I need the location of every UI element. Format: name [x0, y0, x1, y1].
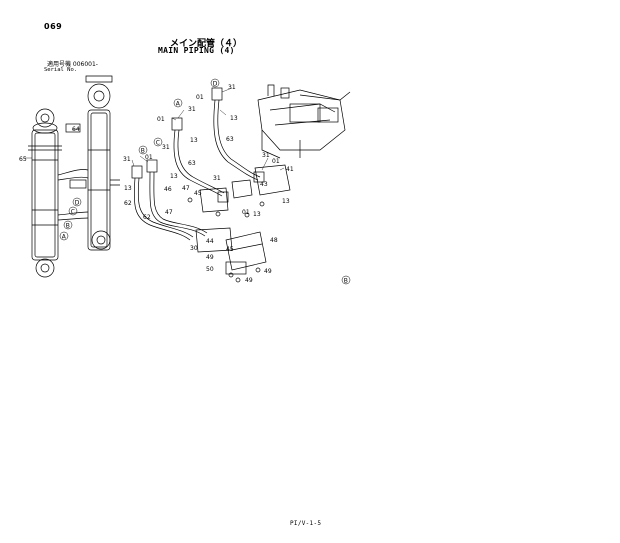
callout: 13: [170, 173, 178, 180]
callout: 31: [213, 175, 221, 182]
letter-marker: C: [153, 137, 163, 146]
svg-text:B: B: [141, 147, 145, 154]
callout: 49: [206, 254, 214, 261]
callout: 49: [264, 268, 272, 275]
callout: 45: [226, 246, 234, 253]
control-valve-assembly: [257, 84, 351, 159]
callout: 46: [164, 186, 172, 193]
letter-marker: B: [63, 220, 73, 229]
svg-text:A: A: [176, 100, 181, 107]
page-title-en: MAIN PIPING (4): [158, 46, 235, 55]
bracket-48: [225, 231, 267, 275]
diagram-linework: [24, 75, 351, 283]
letter-marker: B: [138, 145, 148, 154]
svg-text:D: D: [213, 80, 218, 87]
letter-marker: D: [210, 78, 220, 87]
callout: 31: [123, 156, 131, 163]
callout: 62: [143, 214, 151, 221]
callout: 01: [196, 94, 204, 101]
callout: 30: [190, 245, 198, 252]
boom-cylinder-left: [28, 108, 62, 278]
hose-63b: [213, 99, 261, 181]
callout: 62: [124, 200, 132, 207]
callout: 47: [165, 209, 173, 216]
callout: 65: [19, 156, 27, 163]
callout: 13: [230, 115, 238, 122]
callout-numbers: 64 65 31 31 31 31 31 31 01 01 01 01 01 1…: [19, 84, 294, 284]
leader-lines: [24, 87, 285, 171]
callout: 49: [245, 277, 253, 284]
letter-marker: A: [173, 98, 183, 107]
svg-text:D: D: [75, 199, 80, 206]
callout: 31: [188, 106, 196, 113]
callout: 63: [188, 160, 196, 167]
svg-text:C: C: [156, 139, 160, 146]
serial-label-jp: 適用号機 006001-: [47, 61, 98, 68]
letter-marker: D: [72, 197, 82, 206]
svg-text:C: C: [71, 208, 75, 215]
callout: 31: [162, 144, 170, 151]
letter-marker: C: [68, 206, 78, 215]
hose-62b: [133, 177, 194, 241]
callout: 31: [262, 152, 270, 159]
hose-62: [149, 171, 208, 237]
callout: 13: [282, 198, 290, 205]
bolts: [187, 197, 265, 283]
circled-letters: A B C D D C B A B: [59, 78, 351, 284]
callout: 13: [253, 211, 261, 218]
svg-text:B: B: [66, 222, 70, 229]
callout: 43: [260, 181, 268, 188]
page-title-jp: メイン配管（４）: [170, 39, 243, 49]
callout: 01: [272, 158, 280, 165]
boom-cylinder-right: [85, 75, 113, 251]
callout: 48: [270, 237, 278, 244]
callout: 63: [226, 136, 234, 143]
callout: 31: [228, 84, 236, 91]
cylinder-pipes: [57, 123, 120, 221]
callout: 13: [124, 185, 132, 192]
callout: 44: [206, 238, 214, 245]
callout: 01: [242, 209, 250, 216]
callout: 64: [72, 126, 80, 133]
callout: 41: [286, 166, 294, 173]
callout: 13: [190, 137, 198, 144]
serial-label-en: Serial No.: [44, 67, 78, 73]
page-number: 069: [44, 22, 63, 31]
letter-marker: B: [341, 275, 351, 284]
callout: 47: [182, 185, 190, 192]
footer-code: PI/V-1-5: [290, 520, 322, 527]
callout: 01: [157, 116, 165, 123]
svg-text:A: A: [62, 233, 67, 240]
hose-fittings: [131, 87, 290, 203]
svg-text:B: B: [344, 277, 348, 284]
letter-marker: A: [59, 231, 69, 240]
callout: 50: [206, 266, 214, 273]
callout: 01: [145, 154, 153, 161]
callout: 45: [194, 190, 202, 197]
